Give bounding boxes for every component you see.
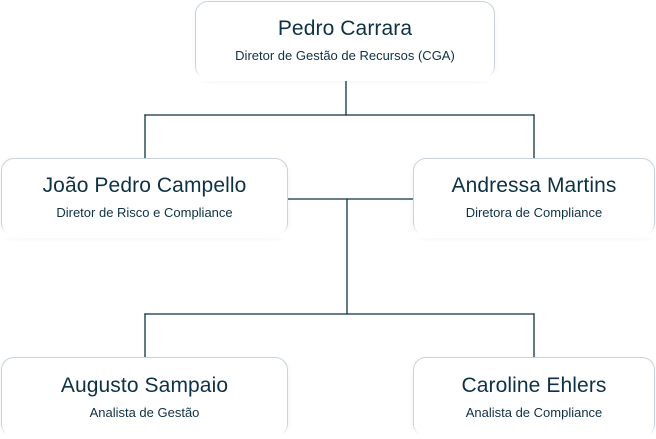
person-role: Analista de Gestão [89,404,200,420]
person-name: Andressa Martins [451,173,617,197]
person-name: Caroline Ehlers [461,373,607,397]
person-name: Augusto Sampaio [60,373,229,397]
person-card-middle-left: João Pedro Campello Diretor de Risco e C… [0,158,289,238]
person-role: Diretora de Compliance [465,204,603,220]
person-role: Analista de Compliance [465,404,603,420]
person-role: Diretor de Risco e Compliance [56,204,233,220]
person-card-bottom-right: Caroline Ehlers Analista de Compliance [412,357,656,439]
person-card-bottom-left: Augusto Sampaio Analista de Gestão [0,357,289,439]
person-name: João Pedro Campello [42,173,247,197]
person-card-top: Pedro Carrara Diretor de Gestão de Recur… [194,1,496,81]
person-card-middle-right: Andressa Martins Diretora de Compliance [412,158,656,238]
person-name: Pedro Carrara [277,16,413,40]
person-role: Diretor de Gestão de Recursos (CGA) [235,47,455,63]
